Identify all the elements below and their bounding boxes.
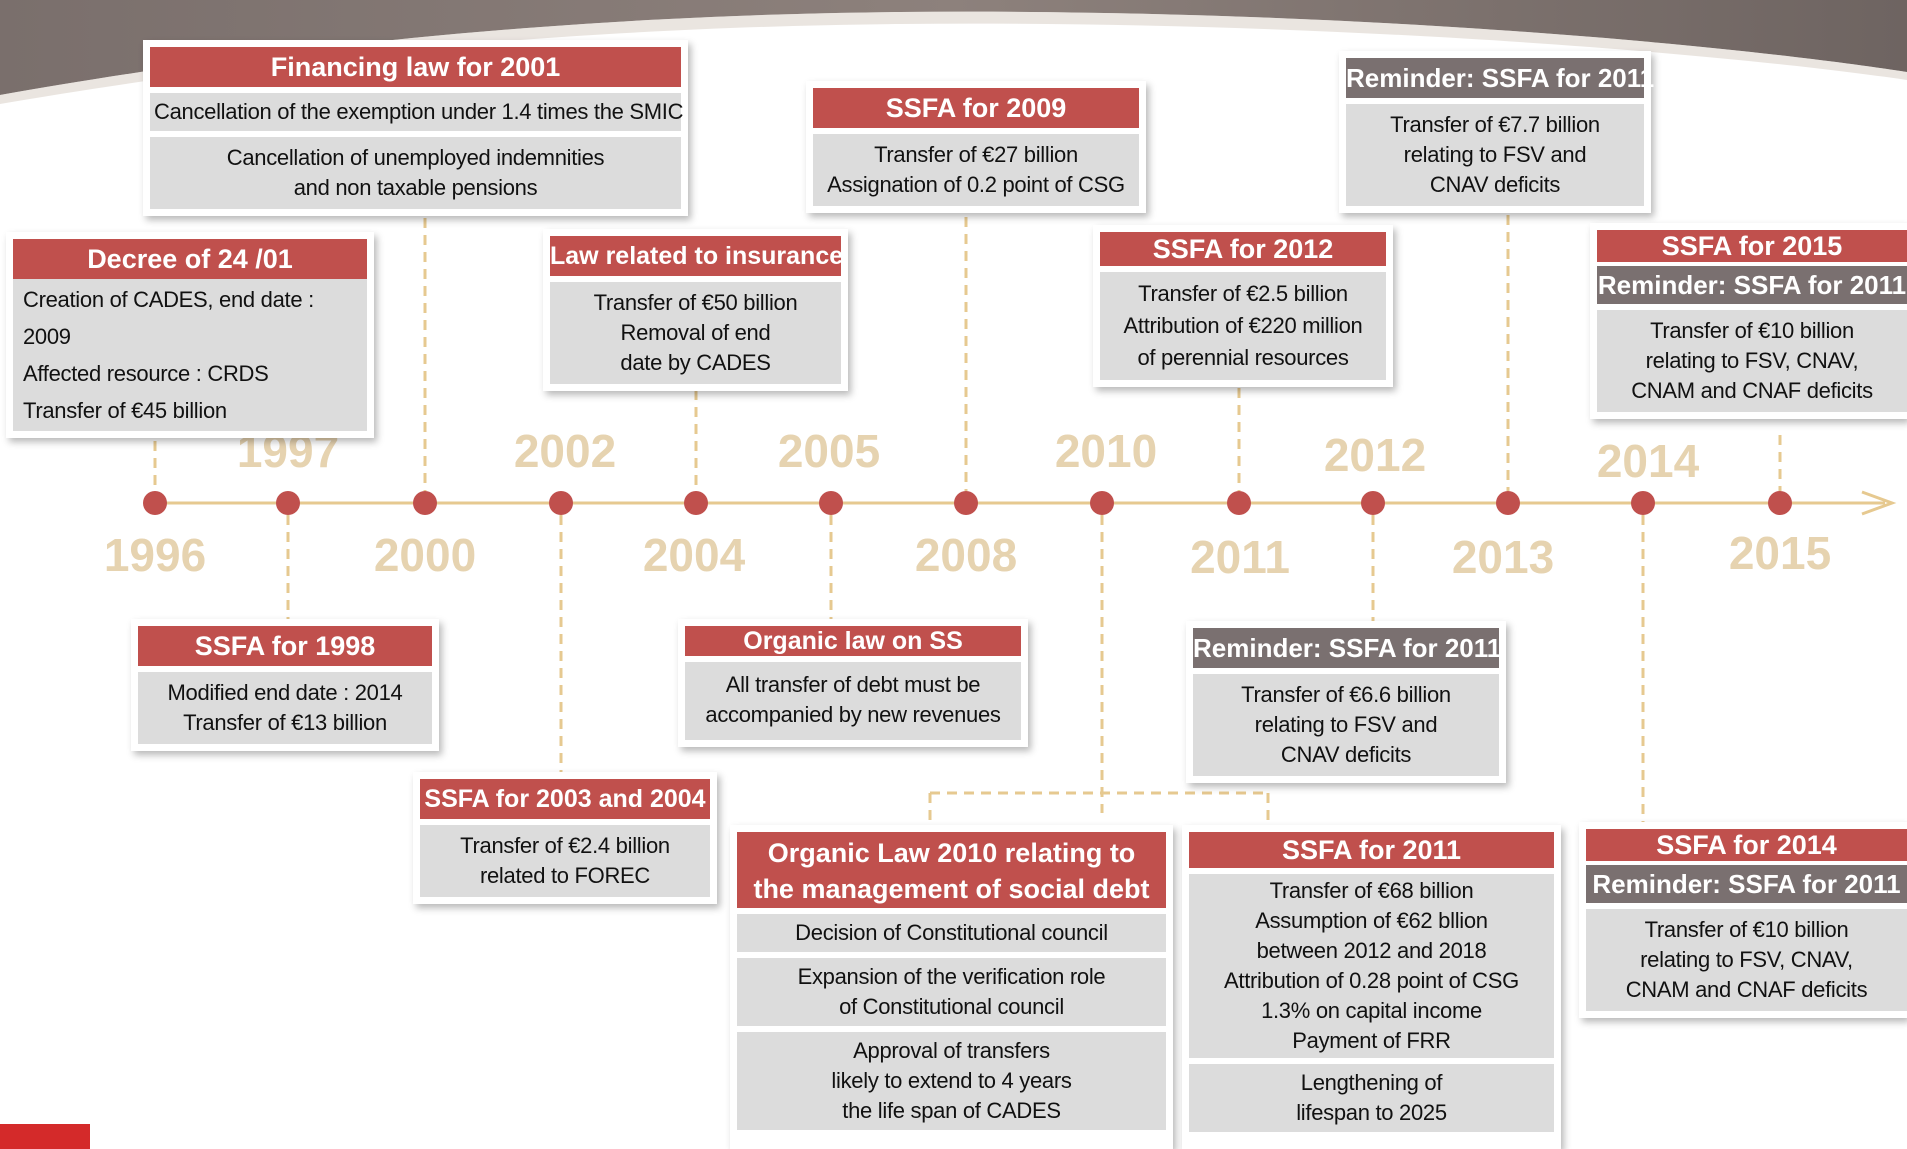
card-subheader: Reminder: SSFA for 2011 [1586, 865, 1907, 903]
card-header: Reminder: SSFA for 2011 [1346, 58, 1654, 98]
timeline-dot-2008 [954, 491, 978, 515]
card-ssfa-2012: SSFA for 2012 Transfer of €2.5 billion A… [1093, 225, 1393, 387]
card-ssfa-2003-2004: SSFA for 2003 and 2004 Transfer of €2.4 … [413, 772, 717, 904]
card-ssfa-2014: SSFA for 2014 Reminder: SSFA for 2011 Tr… [1579, 822, 1907, 1018]
timeline-dot-2002 [549, 491, 573, 515]
card-header: Decree of 24 /01 [13, 239, 367, 279]
timeline-dot-1996 [143, 491, 167, 515]
card-body: Transfer of €7.7 billion relating to FSV… [1346, 104, 1644, 206]
timeline-dot-2010 [1090, 491, 1114, 515]
card-body: Cancellation of unemployed indemnities a… [150, 137, 681, 209]
header-swoosh-highlight [0, 11, 1907, 105]
card-body: Transfer of €27 billion Assignation of 0… [813, 134, 1139, 206]
card-header: SSFA for 1998 [138, 626, 432, 666]
timeline-dot-2005 [819, 491, 843, 515]
card-body: Transfer of €68 billion Assumption of €6… [1189, 874, 1554, 1058]
card-header: SSFA for 2015 [1597, 230, 1907, 262]
timeline-dot-2014 [1631, 491, 1655, 515]
year-label-2014: 2014 [1596, 435, 1700, 487]
card-header: SSFA for 2014 [1586, 829, 1907, 861]
timeline-dot-2012 [1361, 491, 1385, 515]
card-header: Organic law on SS [685, 626, 1021, 656]
card-body: Cancellation of the exemption under 1.4 … [150, 93, 684, 131]
card-header: SSFA for 2003 and 2004 [420, 779, 710, 819]
card-financing-law-2001: Financing law for 2001 Cancellation of t… [143, 40, 688, 216]
year-label-2010: 2010 [1054, 425, 1158, 477]
timeline-dot-2013 [1496, 491, 1520, 515]
header-swoosh [0, 0, 1907, 95]
card-header: SSFA for 2012 [1100, 232, 1386, 266]
card-ssfa-2009: SSFA for 2009 Transfer of €27 billion As… [806, 81, 1146, 213]
year-label-2015: 2015 [1728, 527, 1832, 579]
card-header: Law related to insurance [550, 236, 843, 276]
year-label-1996: 1996 [103, 529, 207, 581]
year-label-2012: 2012 [1323, 429, 1427, 481]
timeline-dot-1997 [276, 491, 300, 515]
card-organic-law-2010: Organic Law 2010 relating to the managem… [730, 825, 1173, 1149]
card-header: Financing law for 2001 [150, 47, 681, 87]
card-body: Decision of Constitutional council [737, 914, 1166, 952]
card-reminder-2012: Reminder: SSFA for 2011 Transfer of €6.6… [1186, 621, 1506, 783]
timeline-dot-2000 [413, 491, 437, 515]
corner-logo-mark [0, 1124, 90, 1149]
year-label-2002: 2002 [513, 425, 617, 477]
card-ssfa-2011: SSFA for 2011 Transfer of €68 billion As… [1182, 825, 1561, 1149]
year-label-2005: 2005 [777, 425, 881, 477]
card-header: Reminder: SSFA for 2011 [1193, 628, 1501, 668]
card-body: Transfer of €2.4 billion related to FORE… [420, 825, 710, 897]
card-organic-law-ss: Organic law on SS All transfer of debt m… [678, 619, 1028, 747]
year-label-2013: 2013 [1451, 531, 1555, 583]
card-body: Transfer of €2.5 billion Attribution of … [1100, 272, 1386, 380]
card-body: Transfer of €6.6 billion relating to FSV… [1193, 674, 1499, 776]
timeline-dot-2015 [1768, 491, 1792, 515]
timeline-arrowhead [1861, 490, 1897, 516]
card-body: Modified end date : 2014 Transfer of €13… [138, 672, 432, 744]
card-body: Creation of CADES, end date : 2009 Affec… [13, 279, 367, 431]
card-ssfa-2015: SSFA for 2015 Reminder: SSFA for 2011 Tr… [1590, 223, 1907, 419]
card-body: Expansion of the verification role of Co… [737, 958, 1166, 1026]
card-header: SSFA for 2009 [813, 88, 1139, 128]
year-label-2008: 2008 [914, 529, 1018, 581]
card-body: Lengthening of lifespan to 2025 [1189, 1064, 1554, 1132]
card-subheader: Reminder: SSFA for 2011 [1597, 266, 1907, 304]
year-label-2000: 2000 [373, 529, 477, 581]
card-header: SSFA for 2011 [1189, 832, 1554, 868]
card-reminder-2013: Reminder: SSFA for 2011 Transfer of €7.7… [1339, 51, 1654, 213]
card-decree-2401: Decree of 24 /01 Creation of CADES, end … [6, 232, 374, 438]
timeline-dot-2004 [684, 491, 708, 515]
year-label-2004: 2004 [642, 529, 746, 581]
card-ssfa-1998: SSFA for 1998 Modified end date : 2014 T… [131, 619, 439, 751]
timeline-dot-2011 [1227, 491, 1251, 515]
card-body: All transfer of debt must be accompanied… [685, 662, 1021, 740]
card-body: Transfer of €10 billion relating to FSV,… [1597, 310, 1907, 412]
card-header: Organic Law 2010 relating to the managem… [737, 832, 1166, 908]
card-body: Approval of transfers likely to extend t… [737, 1032, 1166, 1130]
year-label-2011: 2011 [1190, 531, 1290, 583]
card-body: Transfer of €50 billion Removal of end d… [550, 282, 841, 384]
card-body: Transfer of €10 billion relating to FSV,… [1586, 909, 1907, 1011]
card-law-insurance: Law related to insurance Transfer of €50… [543, 229, 848, 391]
